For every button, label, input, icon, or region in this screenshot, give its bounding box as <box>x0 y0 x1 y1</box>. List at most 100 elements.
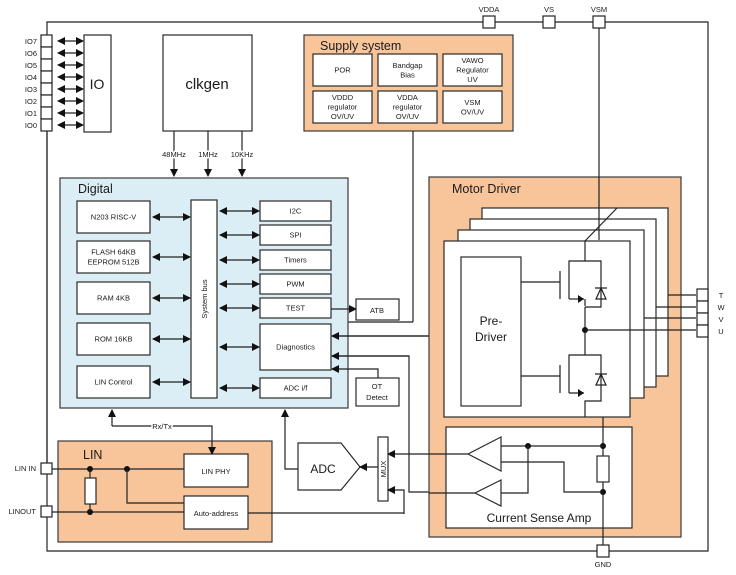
pin-lin-out-label: LINOUT <box>8 507 36 516</box>
motor-driver-title: Motor Driver <box>452 182 521 196</box>
supply-cell-line: Bias <box>400 70 415 79</box>
digital-peripheral-label: Diagnostics <box>276 343 315 352</box>
pin-u[interactable] <box>696 324 709 338</box>
pin-io6[interactable] <box>40 46 53 60</box>
pin-io2[interactable] <box>40 94 53 108</box>
pin-label: IO1 <box>25 109 37 118</box>
supply-cell <box>442 90 503 124</box>
pin-vsm-label: VSM <box>591 5 607 14</box>
pin-gnd[interactable] <box>596 544 610 558</box>
pin-t[interactable] <box>696 288 709 302</box>
mux-block <box>377 436 389 502</box>
pin-w[interactable] <box>696 300 709 314</box>
pin-label: IO0 <box>25 121 37 130</box>
shunt-resistor <box>596 455 610 483</box>
digital-peripheral-label: PWM <box>286 280 304 289</box>
pin-io7[interactable] <box>40 34 53 48</box>
phase-pin-label: U <box>718 327 723 336</box>
supply-cell-line: UV <box>467 75 477 84</box>
digital-block-item <box>76 365 151 399</box>
digital-peripheral-label: ADC i/f <box>284 384 309 393</box>
digital-block-label: LIN Control <box>95 378 133 387</box>
io-block <box>83 34 112 133</box>
supply-cell-line: VSM <box>464 98 480 107</box>
mux-label: MUX <box>379 461 388 478</box>
phase-pin-label: V <box>718 315 723 324</box>
clock-1mhz: 1MHz <box>198 150 218 159</box>
supply-cell-line: VDDD <box>332 93 354 102</box>
clock-48mhz: 48MHz <box>162 150 186 159</box>
supply-cell-line: POR <box>334 66 351 75</box>
supply-cell <box>377 90 438 124</box>
ot-detect-line1: OT <box>372 382 383 391</box>
lin-resistor <box>84 477 97 505</box>
pin-io0[interactable] <box>40 118 53 132</box>
pin-io4[interactable] <box>40 70 53 84</box>
clkgen-label: clkgen <box>185 76 228 93</box>
supply-cell-line: VAWO <box>461 56 483 65</box>
io-block-label: IO <box>90 76 105 92</box>
supply-cell-line: OV/UV <box>331 112 354 121</box>
pin-label: IO2 <box>25 97 37 106</box>
pin-lin-in[interactable] <box>40 462 53 475</box>
supply-cell <box>442 53 503 87</box>
digital-block-label: ROM 16KB <box>95 335 133 344</box>
digital-block-label: RAM 4KB <box>97 294 130 303</box>
auto-address-block <box>183 495 249 530</box>
pin-vs[interactable] <box>542 15 556 29</box>
pin-label: IO3 <box>25 85 37 94</box>
supply-cell <box>377 53 438 87</box>
system-bus <box>190 199 218 399</box>
digital-peripheral-label: Timers <box>284 256 307 265</box>
digital-peripheral <box>259 297 332 319</box>
top-pins: VDDA VS VSM <box>479 5 607 29</box>
digital-peripheral <box>259 224 332 246</box>
csa-label: Current Sense Amp <box>487 511 592 525</box>
clkgen-block <box>162 34 253 132</box>
high-side-mosfet <box>521 241 607 308</box>
digital-block-item <box>76 240 151 274</box>
supply-cell-line: Regulator <box>456 66 489 75</box>
phase-pin-label: T <box>719 291 724 300</box>
clock-10khz: 10KHz <box>231 150 254 159</box>
supply-cell <box>312 90 373 124</box>
digital-peripheral-label: I2C <box>290 207 302 216</box>
pre-driver <box>460 256 522 407</box>
pin-label: IO5 <box>25 61 37 70</box>
pin-gnd-label: GND <box>595 560 612 569</box>
digital-peripheral <box>259 323 332 371</box>
digital-block-label: FLASH 64KB <box>91 248 136 257</box>
pin-vdda[interactable] <box>482 15 496 29</box>
supply-cell-line: Bandgap <box>392 61 422 70</box>
pin-io5[interactable] <box>40 58 53 72</box>
digital-title: Digital <box>78 182 113 196</box>
supply-cell-line: regulator <box>328 103 358 112</box>
pin-label: IO6 <box>25 49 37 58</box>
digital-block-label: N203 RISC-V <box>91 213 136 222</box>
supply-cell-line: VDDA <box>397 93 418 102</box>
atb-block <box>355 298 400 321</box>
pin-label: IO7 <box>25 37 37 46</box>
pin-lin-out[interactable] <box>40 505 53 518</box>
digital-peripheral <box>259 273 332 295</box>
pin-io1[interactable] <box>40 106 53 120</box>
digital-peripheral-label: SPI <box>289 231 301 240</box>
supply-cell <box>312 53 373 87</box>
pin-label: IO4 <box>25 73 37 82</box>
atb-label: ATB <box>370 306 384 315</box>
digital-peripheral <box>259 249 332 271</box>
pin-v[interactable] <box>696 312 709 326</box>
lin-phy-label: LIN PHY <box>201 467 230 476</box>
digital-block-item <box>76 281 151 315</box>
pin-vsm[interactable] <box>592 15 606 29</box>
supply-cell-line: OV/UV <box>396 112 419 121</box>
supply-cell-line: OV/UV <box>461 107 484 116</box>
rx-tx-label: Rx/Tx <box>152 422 172 431</box>
digital-block-item <box>76 322 151 356</box>
pin-io3[interactable] <box>40 82 53 96</box>
